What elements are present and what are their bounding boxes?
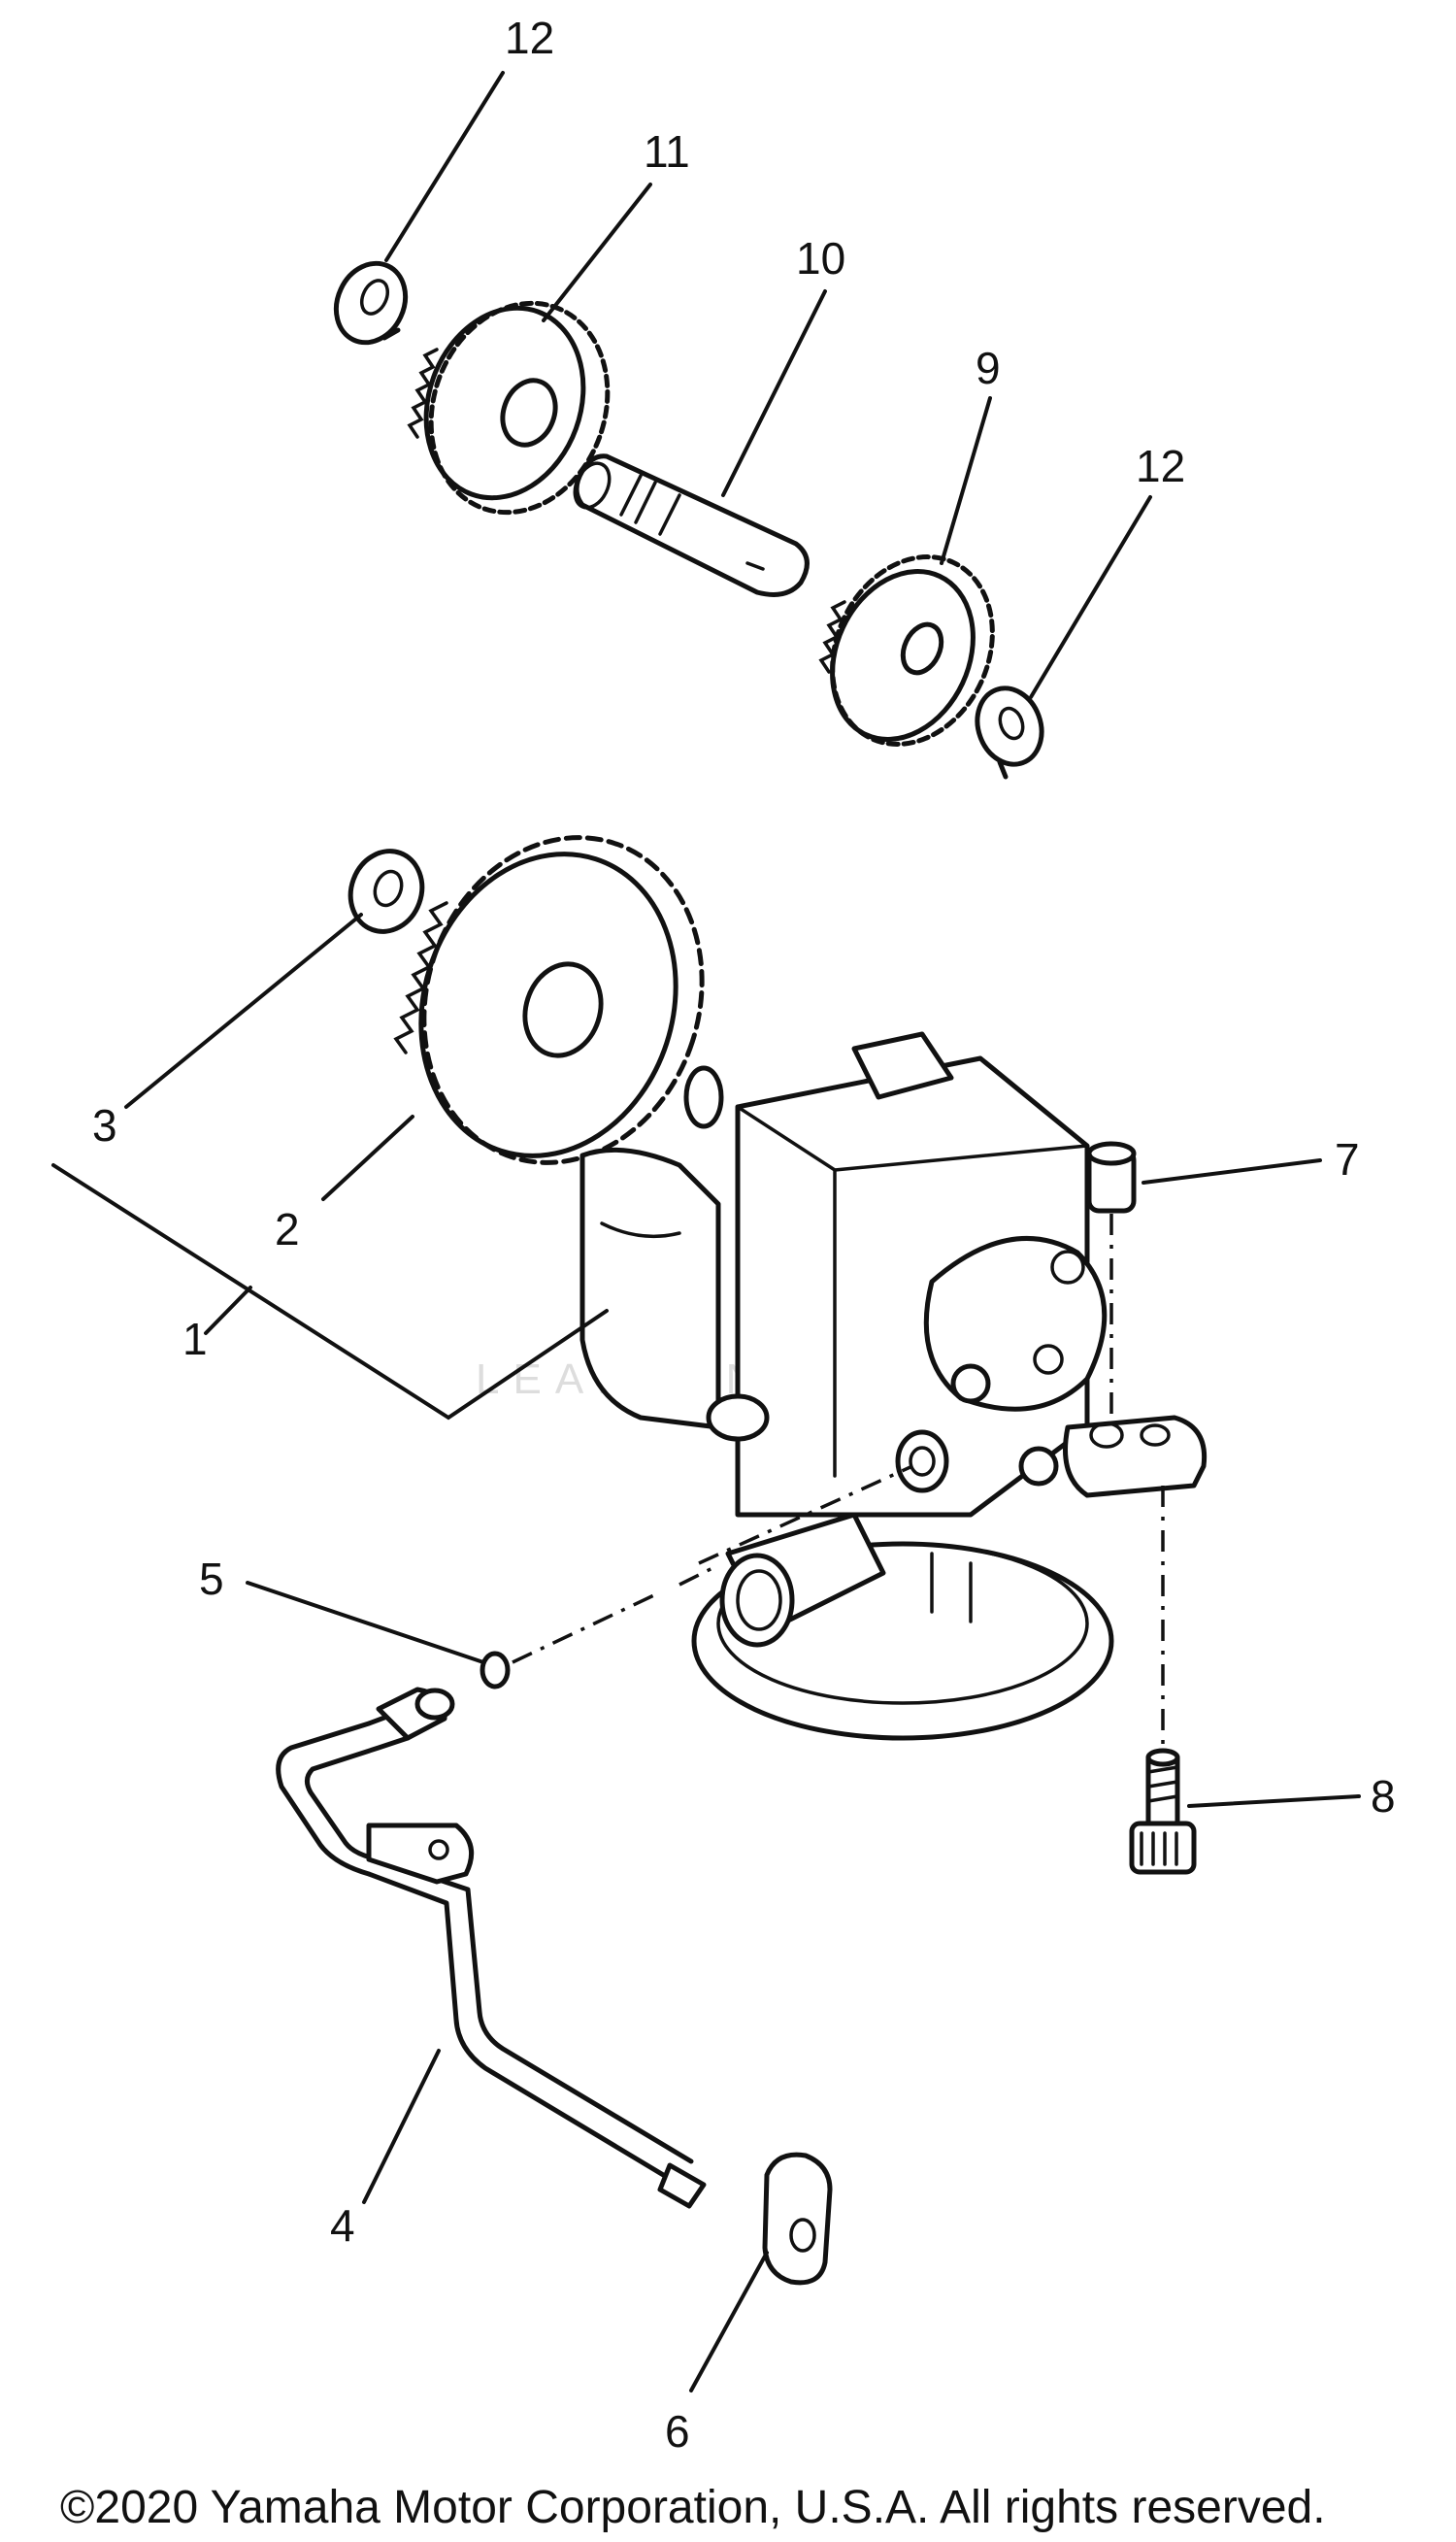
leader-11 (542, 183, 652, 322)
assembly-line-o-ring (512, 1563, 719, 1664)
leader-6 (689, 2251, 769, 2392)
leader-5 (246, 1581, 485, 1664)
leader-9 (940, 396, 992, 565)
washer-part-3 (347, 849, 425, 934)
callout-1: 1 (182, 1314, 208, 1364)
leader-1 (204, 1286, 252, 1335)
assembly-line-pipe (698, 1464, 913, 1565)
circlip-part-12-top (333, 260, 409, 346)
leader-3 (124, 913, 363, 1109)
callout-7: 7 (1335, 1134, 1360, 1185)
copyright-notice: ©2020 Yamaha Motor Corporation, U.S.A. A… (60, 2482, 1326, 2533)
callout-10: 10 (796, 233, 845, 284)
leader-2 (321, 1115, 414, 1201)
callout-12-top: 12 (505, 13, 554, 63)
callout-9: 9 (976, 343, 1001, 393)
callout-5: 5 (199, 1554, 224, 1604)
callout-11: 11 (644, 126, 690, 177)
leader-4 (362, 2049, 441, 2204)
oil-pump-body (579, 1031, 1208, 1741)
pipe-part-4 (276, 1687, 707, 2209)
bolt-part-8 (1129, 1748, 1197, 1875)
circlip-part-12-right (975, 686, 1044, 780)
bracket-1 (51, 1163, 609, 1421)
plate-part-6 (762, 2152, 833, 2286)
leader-12-top (384, 71, 505, 262)
leader-7 (1142, 1158, 1322, 1185)
leader-12-right (1029, 495, 1152, 699)
callout-8: 8 (1371, 1771, 1396, 1822)
leader-8 (1187, 1794, 1361, 1808)
large-gear-part-2 (393, 835, 705, 1165)
callout-2: 2 (275, 1204, 300, 1254)
o-ring-part-5 (480, 1651, 511, 1689)
callout-4: 4 (330, 2200, 355, 2251)
leader-10 (721, 289, 827, 497)
gear-part-9 (818, 554, 995, 747)
dowel-part-7 (1086, 1141, 1137, 1214)
shaft-part-10 (573, 453, 810, 597)
callout-3: 3 (92, 1100, 117, 1151)
callout-6: 6 (665, 2406, 690, 2457)
callout-12-right: 12 (1136, 441, 1185, 491)
